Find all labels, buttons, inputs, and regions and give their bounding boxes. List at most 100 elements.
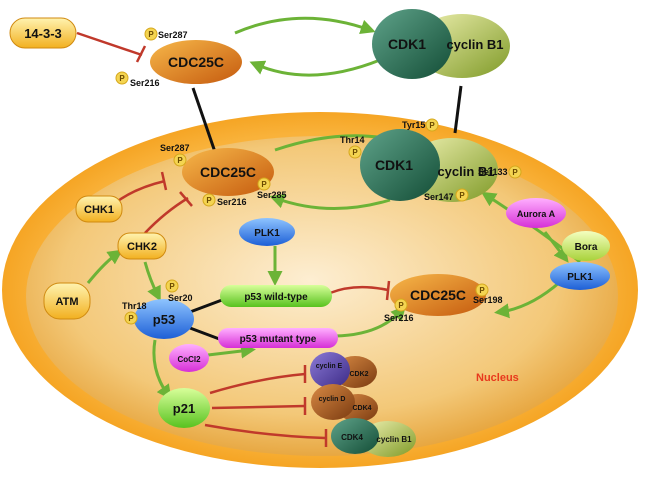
phospho-ser198-right: P Ser198 [473, 283, 503, 305]
node-cocl2 [169, 344, 209, 372]
arrow-cdk1-to-cdc25c-top [249, 58, 381, 77]
node-cdc25c-top [150, 40, 242, 84]
arrow-p53-p21 [152, 339, 172, 400]
label-cyclin-e: cyclin E [316, 363, 343, 370]
node-chk1 [75, 195, 123, 223]
site-ser287-in: Ser287 [160, 143, 190, 153]
label-14-3-3: 14-3-3 [24, 26, 62, 41]
inhibit-bar-chk1 [160, 171, 168, 191]
label-cyclinb1-top: cyclin B1 [446, 37, 503, 52]
node-p21 [158, 388, 210, 428]
label-cdk4-a: CDK4 [352, 405, 371, 412]
phospho-ser216-in: P Ser216 [202, 193, 247, 207]
node-cdk4-b [331, 418, 379, 454]
line-p53-mut [189, 326, 223, 342]
inhibit-p21-cyce [209, 372, 306, 395]
site-thr14: Thr14 [340, 135, 365, 145]
arrow-cocl2-p53mut [207, 343, 256, 359]
site-ser216-top: Ser216 [130, 78, 160, 88]
node-p53 [134, 299, 194, 339]
node-cdc25c-in [182, 148, 274, 196]
node-cyclin-e [310, 352, 350, 388]
node-chk2 [117, 232, 167, 260]
site-ser20: Ser20 [168, 293, 193, 303]
node-14-3-3 [9, 17, 77, 49]
inhibit-p53wt-cdc25c [329, 285, 389, 295]
phospho-thr18: P Thr18 [122, 301, 147, 325]
svg-text:P: P [206, 196, 212, 205]
binding-line-left [191, 87, 217, 153]
phospho-tyr15: P Tyr15 [402, 118, 439, 132]
label-cocl2: CoCl2 [177, 355, 201, 364]
arrow-cdk1-to-cdc25c-in [269, 194, 391, 211]
label-chk1: CHK1 [84, 204, 114, 216]
inhibit-1433-cdc25c [76, 31, 143, 57]
site-ser216-in: Ser216 [217, 197, 247, 207]
phospho-ser287-top: P Ser287 [144, 27, 188, 41]
label-p21: p21 [173, 401, 195, 416]
phospho-ser147: P Ser147 [424, 188, 469, 202]
label-aurora-a: Aurora A [517, 209, 556, 219]
inhibit-p21-cycd [211, 404, 306, 410]
label-cdk2: CDK2 [349, 371, 368, 378]
phospho-ser20: P Ser20 [165, 279, 193, 303]
arrow-cdc25c-to-cdk1-top [234, 16, 376, 35]
arrow-plk1-cdc25c [494, 280, 561, 319]
label-cyclinb1-bottom: cyclin B1 [376, 435, 412, 444]
label-cdc25c-right: CDC25C [410, 287, 466, 303]
label-p53-mutant: p53 mutant type [240, 334, 317, 345]
label-cdk1-in: CDK1 [375, 157, 413, 173]
node-plk1-a [239, 218, 295, 246]
svg-text:P: P [261, 180, 267, 189]
node-atm [43, 282, 91, 320]
site-ser198-right: Ser198 [473, 295, 503, 305]
svg-text:P: P [429, 121, 435, 130]
label-cdk1-top: CDK1 [388, 36, 426, 52]
site-ser216-right: Ser216 [384, 313, 414, 323]
inhibit-bar-p53wt [385, 280, 391, 301]
label-cdk4-b: CDK4 [341, 433, 363, 442]
label-p53: p53 [153, 312, 175, 327]
phospho-ser287-in: P Ser287 [160, 143, 190, 167]
node-p53-mutant [218, 328, 338, 348]
site-ser287-top: Ser287 [158, 30, 188, 40]
inhibit-bar-chk2 [179, 191, 193, 207]
site-ser147: Ser147 [424, 192, 454, 202]
svg-text:P: P [398, 301, 404, 310]
inhibit-chk2-cdc25c [144, 196, 189, 234]
svg-text:P: P [352, 148, 358, 157]
phospho-ser216-top: P Ser216 [115, 71, 160, 88]
svg-text:P: P [512, 168, 518, 177]
arrow-p53mut-cdc25c [334, 305, 406, 338]
phospho-thr14: P Thr14 [340, 135, 365, 159]
binding-line-right [453, 85, 463, 134]
site-tyr15: Tyr15 [402, 120, 425, 130]
label-plk1-b: PLK1 [567, 272, 593, 283]
arrow-chk2-p53 [143, 261, 161, 302]
phospho-ser216-right: P Ser216 [384, 298, 414, 323]
svg-text:P: P [479, 286, 485, 295]
label-cyclin-d: cyclin D [319, 396, 346, 403]
site-thr18: Thr18 [122, 301, 147, 311]
phospho-ser133: P Ser133 [478, 165, 522, 179]
site-ser285-in: Ser285 [257, 190, 287, 200]
label-cyclinb1-in: cyclin B1 [437, 164, 494, 179]
label-cdc25c-top: CDC25C [168, 54, 224, 70]
phospho-ser285-in: P Ser285 [257, 177, 287, 200]
svg-text:P: P [169, 282, 175, 291]
node-cdk1-in [360, 129, 440, 201]
label-p53-wildtype: p53 wild-type [244, 292, 308, 303]
svg-text:P: P [119, 74, 125, 83]
inhibit-p21-cdk4 [204, 423, 326, 440]
node-bora [562, 231, 610, 261]
svg-text:P: P [128, 314, 134, 323]
node-cyclin-d [311, 384, 355, 420]
node-aurora-a [506, 198, 566, 228]
label-plk1-a: PLK1 [254, 228, 280, 239]
arrow-atm-chk2 [86, 249, 123, 284]
svg-text:P: P [148, 30, 154, 39]
label-nucleus: Nucleus [476, 372, 519, 384]
node-p53-wildtype [220, 285, 332, 307]
